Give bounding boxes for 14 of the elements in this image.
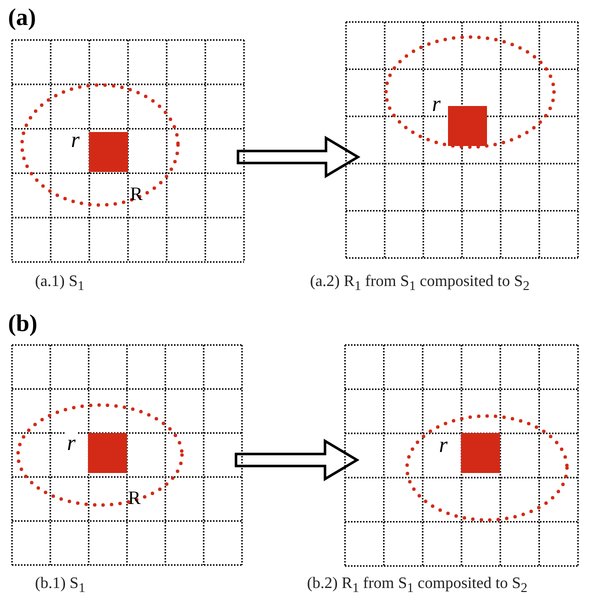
grid-drawing xyxy=(12,40,244,262)
grid-drawing xyxy=(346,22,578,258)
panel-letter: (a) xyxy=(8,6,36,30)
block-arrow xyxy=(236,136,360,178)
variable-label: R xyxy=(130,184,143,204)
variable-label: R xyxy=(128,488,141,508)
panel-caption: (a.2) R$_{1}$ from S$_{1}$ composited to S$_{2}$ xyxy=(310,273,530,294)
panel-caption: (b.2) R$_{1}$ from S$_{1}$ composited to S$_{2}$ xyxy=(307,575,528,596)
grid-drawing xyxy=(345,345,578,566)
panel-caption: (a.1) S$_{1}$ xyxy=(35,273,84,294)
panel-caption: (b.1) S$_{1}$ xyxy=(35,575,86,596)
block-arrow xyxy=(234,438,360,482)
panel-letter: (b) xyxy=(8,312,38,336)
grid-drawing xyxy=(12,345,242,565)
